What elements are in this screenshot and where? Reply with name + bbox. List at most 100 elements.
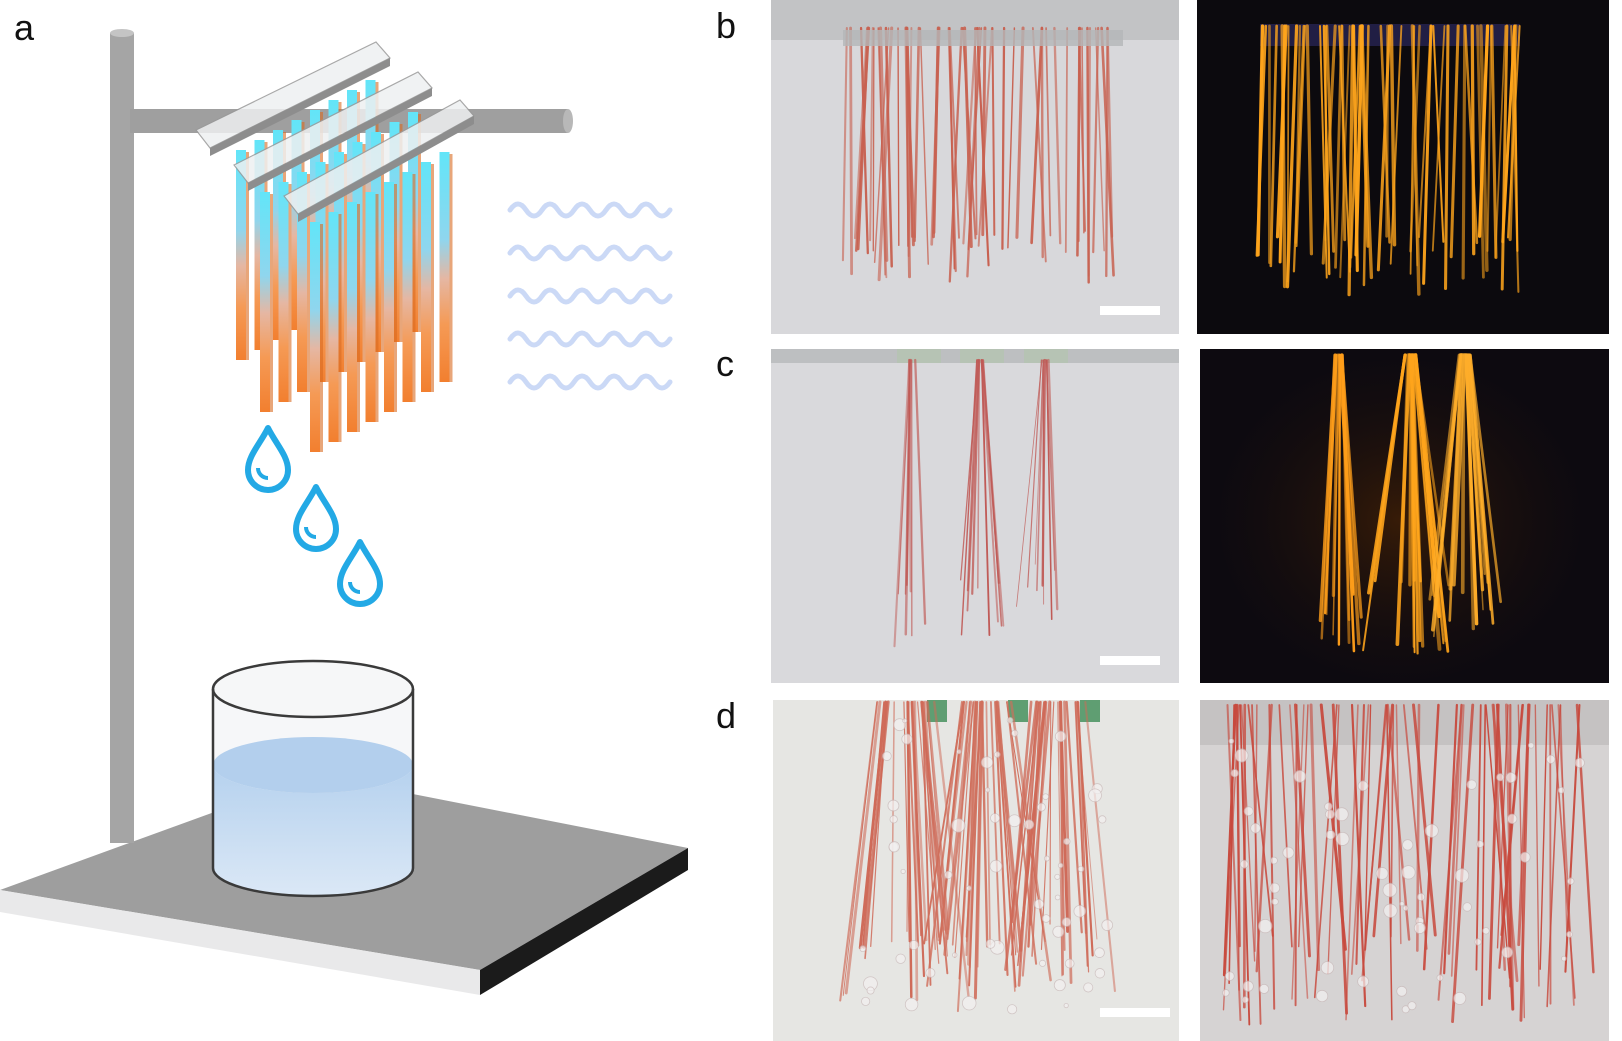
fiber-bundle — [893, 358, 1059, 648]
fiber — [1539, 704, 1548, 970]
water-droplet — [1466, 779, 1477, 790]
water-droplet — [952, 952, 958, 958]
fiber — [1519, 703, 1531, 1022]
fiber — [1065, 700, 1083, 934]
water-droplet — [1320, 961, 1335, 975]
water-droplet — [1519, 851, 1531, 863]
fiber — [1389, 24, 1397, 247]
fiber — [981, 26, 987, 237]
fiber — [1087, 26, 1092, 277]
fiber — [1106, 26, 1114, 238]
fiber — [1240, 704, 1256, 962]
fiber — [1452, 353, 1467, 587]
fiber — [1294, 704, 1298, 1007]
fiber — [1463, 24, 1479, 245]
steam-waves-icon — [507, 201, 673, 391]
droplet-icon — [337, 539, 383, 607]
water-droplet — [902, 718, 908, 724]
water-droplet — [1453, 991, 1467, 1005]
strip — [384, 182, 394, 412]
fiber — [1345, 704, 1359, 1021]
fiber — [1432, 24, 1445, 243]
fiber — [1004, 700, 1038, 971]
fiber — [991, 26, 996, 236]
fiber — [1046, 359, 1053, 621]
strip — [439, 152, 450, 382]
hanging-strip-arrays — [195, 41, 475, 452]
fiber — [1410, 24, 1421, 296]
fiber — [1280, 24, 1287, 289]
strip-rack — [283, 99, 475, 452]
fiber — [1501, 24, 1517, 244]
strip — [365, 80, 376, 290]
strip — [365, 192, 376, 422]
water-droplet — [1006, 716, 1014, 724]
panel-label-c: c — [716, 343, 734, 384]
fiber — [1467, 354, 1484, 611]
fiber — [1355, 703, 1366, 965]
fiber — [893, 358, 911, 648]
strip — [421, 162, 431, 392]
fiber — [1469, 353, 1495, 625]
fiber — [1027, 359, 1042, 588]
fiber — [1045, 27, 1052, 237]
water-droplet — [1007, 1004, 1018, 1015]
fiber — [1492, 703, 1507, 971]
fiber — [960, 359, 978, 636]
water-droplet — [984, 787, 991, 793]
fiber — [1470, 24, 1476, 256]
fiber — [1575, 703, 1595, 974]
water-droplet — [1335, 831, 1350, 846]
panel-label-a: a — [14, 7, 35, 48]
water-droplet — [1396, 985, 1408, 997]
fiber — [1444, 24, 1450, 290]
fiber — [1476, 24, 1485, 279]
fiber — [1047, 358, 1059, 611]
fiber — [1364, 704, 1387, 951]
water-droplet — [962, 995, 977, 1011]
water-droplet — [1061, 917, 1072, 927]
fiber — [977, 359, 981, 589]
strip — [402, 172, 413, 402]
water-droplet — [904, 997, 919, 1012]
water-droplet — [1008, 814, 1021, 828]
fiber — [1448, 353, 1463, 622]
strip — [273, 130, 283, 340]
water-droplet — [1036, 802, 1046, 812]
fiber — [1309, 703, 1321, 972]
fiber — [973, 700, 984, 1000]
water-droplet — [861, 996, 871, 1006]
fiber — [1297, 704, 1309, 948]
fiber — [1390, 704, 1395, 938]
fiber — [948, 27, 960, 239]
strip — [236, 150, 246, 360]
water-droplet — [925, 967, 936, 978]
water-droplet — [1382, 882, 1398, 898]
fiber — [859, 26, 869, 255]
water-droplet — [1566, 930, 1573, 938]
fiber — [1372, 703, 1394, 938]
water-droplet — [1413, 922, 1426, 934]
panel-b-photo-light — [771, 0, 1179, 334]
fiber — [1313, 704, 1338, 999]
fiber — [1339, 25, 1351, 279]
water-droplet — [1282, 846, 1295, 859]
panel-b-photo-glow — [1197, 0, 1609, 334]
fiber — [1030, 26, 1044, 245]
water-droplet — [1039, 959, 1047, 967]
fiber — [1412, 354, 1436, 598]
fiber — [1295, 24, 1306, 248]
fiber — [1064, 27, 1069, 254]
water-droplet — [1270, 856, 1278, 865]
strip — [347, 90, 357, 300]
strip — [297, 172, 307, 392]
fiber — [872, 27, 875, 252]
water-droplet — [1230, 769, 1239, 778]
fiber — [1486, 24, 1493, 252]
strip — [291, 120, 302, 330]
fiber — [1094, 27, 1105, 252]
water-droplet — [1094, 968, 1106, 979]
fiber — [1496, 704, 1509, 949]
fiber-bundle-wet — [1222, 703, 1595, 1026]
